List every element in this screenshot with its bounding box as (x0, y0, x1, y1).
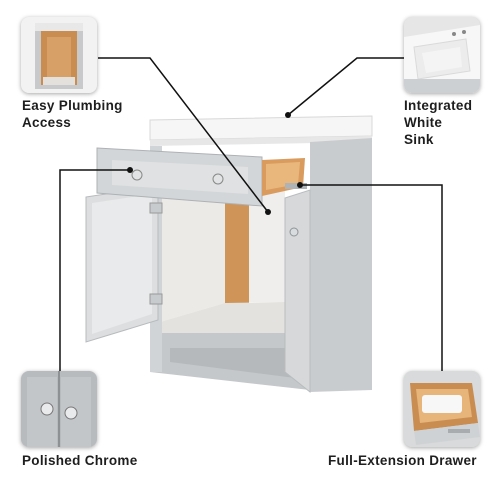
integrated-sink-thumbnail (404, 17, 480, 93)
open-door-left (85, 185, 163, 343)
easy-plumbing-line1: Easy Plumbing (22, 98, 123, 113)
vanity-cabinet (149, 115, 373, 394)
integrated-white-sink-label: Integrated White Sink (404, 97, 472, 148)
integrated-sink-line1: Integrated (404, 98, 473, 113)
polished-chrome-thumbnail (21, 371, 97, 447)
integrated-sink-line3: Sink (404, 132, 434, 147)
easy-plumbing-line2: Access (22, 115, 72, 130)
full-extension-drawer-label: Full-Extension Drawer (328, 453, 477, 468)
full-extension-drawer-thumbnail (404, 371, 480, 447)
polished-chrome-label: Polished Chrome (22, 453, 138, 468)
open-drawer (96, 147, 307, 207)
callout-lines (59, 57, 443, 405)
integrated-sink-line2: White (404, 115, 443, 130)
easy-plumbing-access-label: Easy Plumbing Access (22, 97, 123, 131)
plumbing-access-thumbnail (21, 17, 97, 93)
